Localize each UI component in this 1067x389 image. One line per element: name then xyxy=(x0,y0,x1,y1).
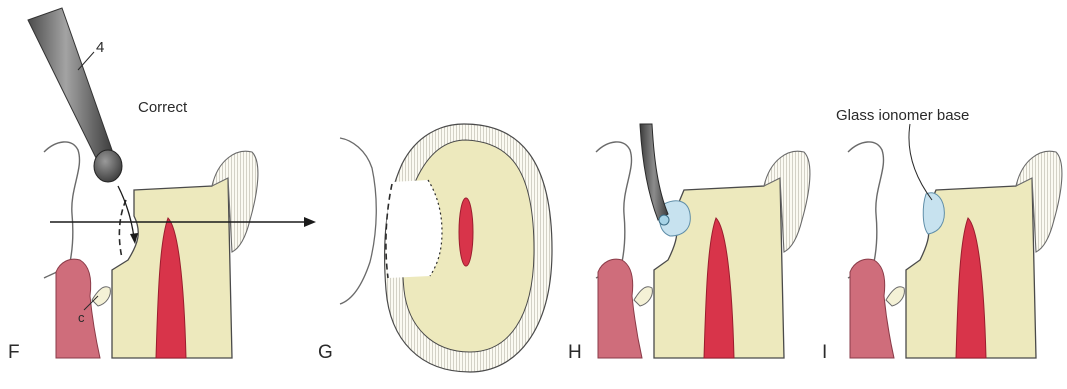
bur-path-arrow xyxy=(118,186,134,238)
panel-letter-i: I xyxy=(822,342,827,363)
applicator-tip xyxy=(659,215,669,225)
gingiva xyxy=(598,259,642,358)
handpiece-shaft xyxy=(28,8,112,158)
label-correct: Correct xyxy=(138,99,188,116)
adjacent-tooth-outline xyxy=(596,142,632,278)
pulp xyxy=(459,198,473,266)
section-arrowhead xyxy=(304,217,316,227)
applicator-tube xyxy=(640,124,668,220)
panel-f: c 4 Correct F xyxy=(8,8,316,363)
cavity-prep-outline xyxy=(119,200,126,258)
cementum-detail xyxy=(92,287,110,306)
panel-i: Glass ionomer base I xyxy=(822,107,1062,363)
label-glass-ionomer-base: Glass ionomer base xyxy=(836,107,969,124)
adjacent-tooth-outline xyxy=(848,142,884,278)
panel-letter-f: F xyxy=(8,342,20,363)
adjacent-tooth-outline xyxy=(44,142,80,278)
bur-head xyxy=(94,150,122,182)
panel-letter-h: H xyxy=(568,342,582,363)
cementum-detail xyxy=(886,287,904,306)
panel-h: H xyxy=(568,124,810,363)
gingiva xyxy=(56,259,100,358)
cementum-detail xyxy=(634,287,652,306)
adjacent-tooth-outline xyxy=(340,138,376,304)
panel-letter-g: G xyxy=(318,342,333,363)
cavity-prep xyxy=(386,180,442,278)
panel-g: G xyxy=(318,124,552,372)
gingiva xyxy=(850,259,894,358)
glass-ionomer-leader xyxy=(909,124,932,200)
label-c: c xyxy=(78,310,85,325)
label-instrument-number: 4 xyxy=(96,39,104,56)
